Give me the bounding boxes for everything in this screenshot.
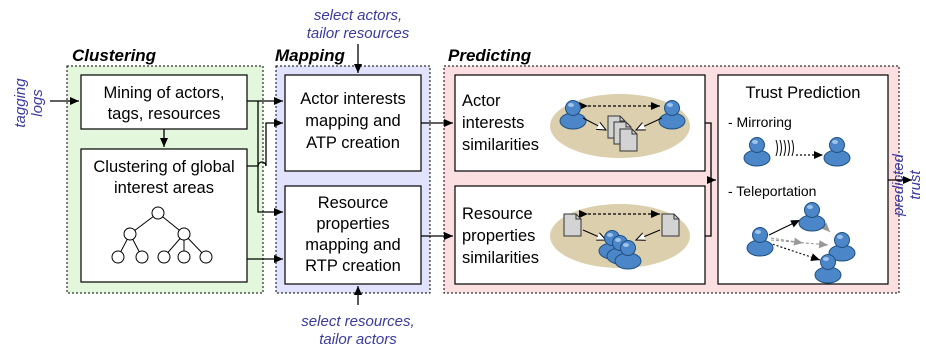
input-left-line-1: tagging — [12, 78, 29, 128]
resource-sim-line-1: Resource — [462, 205, 533, 223]
actor-sim-line-2: interests — [462, 114, 524, 132]
mapping-label: Mapping — [275, 46, 345, 65]
teleportation-illustration — [746, 202, 856, 284]
resource-mapping-line-3: mapping and — [305, 236, 400, 254]
mining-box — [80, 74, 248, 130]
mining-line-1: Mining of actors, — [103, 84, 224, 102]
trust-prediction-title: Trust Prediction — [746, 84, 861, 102]
resource-mapping-line-2: properties — [316, 215, 389, 233]
document-icon — [563, 213, 582, 237]
output-line-1: predicted — [890, 153, 907, 216]
mining-line-2: tags, resources — [108, 105, 221, 123]
actor-mapping-line-2: mapping and — [305, 112, 400, 130]
actor-mapping-line-3: ATP creation — [306, 134, 400, 152]
mirroring-label: - Mirroring — [728, 114, 792, 130]
input-left-line-2: logs — [29, 89, 46, 117]
input-bottom: select resources, tailor actors — [301, 313, 414, 348]
global-line-1: Clustering of global — [93, 158, 234, 176]
resource-sim-line-2: properties — [462, 227, 535, 245]
input-top-line-1: select actors, — [314, 7, 402, 24]
input-tagging-logs: tagging logs — [12, 78, 46, 128]
resource-mapping-box — [284, 185, 422, 285]
tree-icon — [111, 206, 213, 264]
connectors — [50, 44, 912, 305]
signal-waves-icon — [775, 139, 794, 157]
input-bottom-line-2: tailor actors — [319, 331, 397, 348]
resource-sim-line-3: similarities — [462, 249, 539, 267]
actor-mapping-box — [284, 74, 422, 172]
resource-similarity-illustration — [550, 204, 690, 270]
resource-mapping-line-4: RTP creation — [305, 257, 401, 275]
actor-mapping-line-1: Actor interests — [300, 90, 405, 108]
mirroring-illustration — [743, 137, 851, 167]
document-icon — [661, 213, 680, 237]
clustering-label: Clustering — [72, 46, 157, 65]
input-bottom-line-1: select resources, — [301, 313, 414, 330]
global-line-2: interest areas — [114, 179, 214, 197]
input-top: select actors, tailor resources — [307, 7, 410, 42]
trust-prediction-box — [717, 74, 889, 285]
actor-sim-line-3: similarities — [462, 136, 539, 154]
document-icon — [619, 128, 638, 152]
predicting-label: Predicting — [448, 46, 532, 65]
teleportation-label: - Teleportation — [728, 183, 816, 199]
output-predicted-trust: predicted trust — [890, 153, 924, 216]
resource-mapping-line-1: Resource — [318, 194, 389, 212]
output-line-2: trust — [907, 170, 924, 200]
actor-similarity-illustration — [550, 94, 690, 158]
actor-sim-line-1: Actor — [462, 92, 501, 110]
input-top-line-2: tailor resources — [307, 25, 410, 42]
